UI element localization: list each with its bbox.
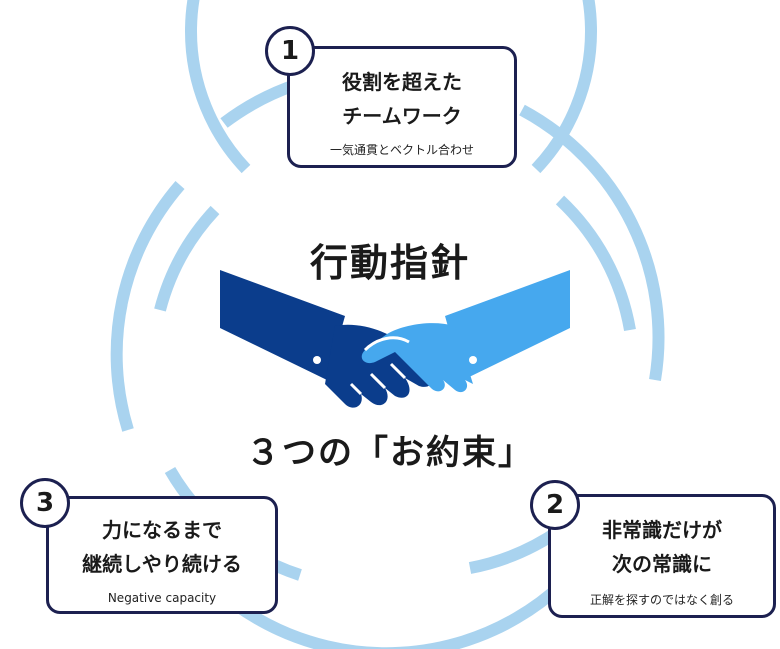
principle-card-2: 非常識だけが 次の常識に 正解を探すのではなく創る — [548, 494, 776, 618]
outer-ring-arc — [110, 181, 185, 432]
principle-number-badge: 2 — [530, 480, 580, 530]
principle-caption: 正解を探すのではなく創る — [589, 593, 734, 607]
principle-card-1: 役割を超えた チームワーク 一気通貫とベクトル合わせ — [287, 46, 517, 168]
principle-heading: 非常識だけが 次の常識に — [602, 518, 722, 576]
page-title: 行動指針 — [309, 241, 470, 285]
principle-heading: 力になるまで 継続しやり続ける — [82, 518, 242, 576]
middle-ring-arc — [154, 205, 220, 312]
inner-ring-arc — [185, 0, 597, 174]
principle-heading: 役割を超えた チームワーク — [342, 70, 462, 128]
middle-ring-arc — [555, 195, 636, 332]
outer-ring-arc — [519, 104, 665, 381]
principle-number-badge: 3 — [20, 478, 70, 528]
page-subtitle: ３つの「お約束」 — [246, 433, 534, 473]
principle-caption: 一気通貫とベクトル合わせ — [329, 143, 474, 157]
principle-caption: Negative capacity — [107, 591, 217, 605]
principle-number-badge: 1 — [265, 26, 315, 76]
handshake-icon — [220, 270, 570, 408]
principle-card-3: 力になるまで 継続しやり続ける Negative capacity — [46, 496, 278, 614]
